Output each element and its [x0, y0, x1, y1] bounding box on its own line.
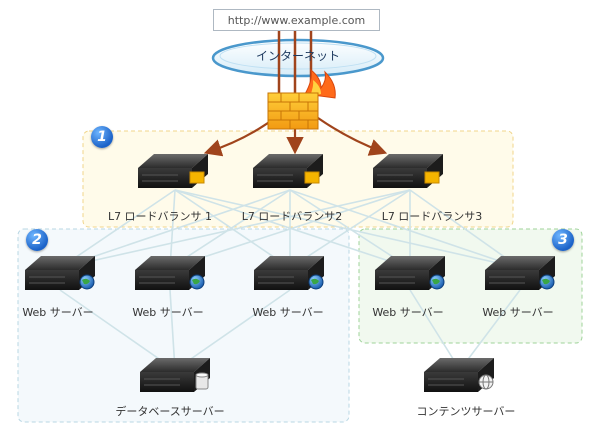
web-server-4-icon: [375, 256, 445, 290]
load-balancer-2-label: L7 ロードバランサ2: [241, 210, 343, 223]
internet-label: インターネット: [255, 49, 340, 63]
web-server-3-icon: [254, 256, 324, 290]
web-server-2-icon: [135, 256, 205, 290]
web-server-1-label: Web サーバー: [22, 306, 94, 319]
internet-cloud: [211, 38, 385, 78]
load-balancer-1-icon: [138, 154, 208, 188]
web-server-3-label: Web サーバー: [252, 306, 324, 319]
group-3-badge: 3: [552, 229, 574, 251]
url-box: http://www.example.com: [213, 9, 380, 31]
load-balancer-3-icon: [373, 154, 443, 188]
load-balancer-1-label: L7 ロードバランサ 1: [107, 210, 213, 223]
firewall-icon: [267, 68, 336, 130]
content-server-icon: [424, 358, 494, 392]
web-server-4-label: Web サーバー: [372, 306, 444, 319]
content-server-label: コンテンツサーバー: [416, 405, 516, 418]
group-2-badge: 2: [26, 229, 48, 251]
connector-lines: [59, 189, 521, 371]
web-server-2-label: Web サーバー: [132, 306, 204, 319]
database-server-icon: [140, 358, 210, 392]
load-balancer-3-label: L7 ロードバランサ3: [381, 210, 483, 223]
web-server-5-label: Web サーバー: [482, 306, 554, 319]
group-1-badge: 1: [91, 126, 113, 148]
load-balancer-2-icon: [253, 154, 323, 188]
web-server-1-icon: [25, 256, 95, 290]
database-server-label: データベースサーバー: [115, 405, 225, 418]
web-server-5-icon: [485, 256, 555, 290]
